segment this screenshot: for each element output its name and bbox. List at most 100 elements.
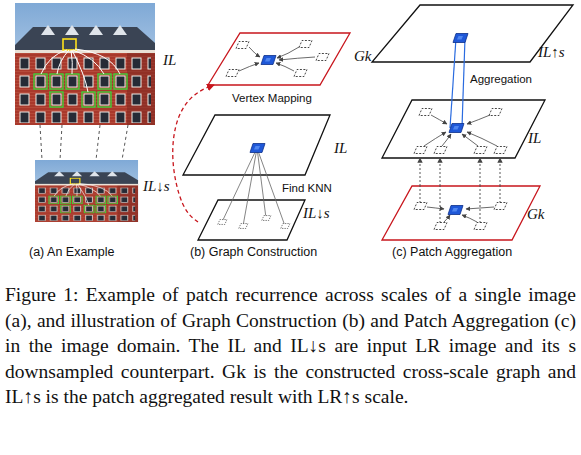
image-plane: IL [382,100,545,158]
mapping-line [500,186,501,203]
image-symbol: IL↑s [538,44,565,61]
neighbor-patch [414,147,427,154]
graph-arrow [442,134,451,146]
knn-line [252,148,257,175]
panel-label: (b) Graph Construction [190,245,317,260]
graph-arrow [444,215,450,222]
neighbor-patch [419,109,432,116]
graph-arrow [467,115,490,124]
neighbor-patch [294,70,307,77]
graph-arrow [427,207,444,209]
image-plane: IL↓s [198,200,305,240]
knn-line [276,200,285,226]
mapping-arrow [500,158,501,186]
correspondence-line [40,125,42,160]
mapping-arrow [420,158,421,186]
neighbor-patch [489,109,502,116]
graph-arrow [462,134,478,146]
downsampled-image [35,160,138,222]
correspondence-line [96,125,100,160]
step-label: Aggregation [470,72,532,87]
knn-line [244,148,257,175]
correspondence-line [122,125,128,160]
knn-line [261,175,264,200]
correspondence-line [60,125,62,160]
graph-arrow [239,63,259,71]
aggregation-line [450,100,452,128]
graph-plane: Gk [208,33,350,85]
aggregation-line [454,38,456,62]
graph-arrow [462,215,477,222]
image-symbol: IL↓s [303,205,330,222]
panel-label: (c) Patch Aggregation [392,245,512,260]
mapping-line [480,186,481,223]
neighbor-patch [262,216,271,221]
vertex-mapping-arrow [173,85,214,222]
aggregation-line [452,62,455,100]
neighbor-patch [434,223,447,230]
neighbor-patch [281,224,290,229]
image-panel: IL↓s [35,160,138,222]
image-panel: IL [15,3,155,125]
graph-arrow [277,47,299,58]
query-patch [261,56,276,65]
knn-line [232,175,244,200]
neighbor-patch [236,42,249,49]
graph-arrow [467,132,497,146]
step-label: Vertex Mapping [232,91,312,106]
knn-line [264,200,266,218]
aggregation-line [461,100,463,128]
step-label: Find KNN [282,181,332,196]
neighbor-patch [474,223,487,230]
graph-arrow [431,115,447,124]
image-symbol: Gk [527,206,545,223]
neighbor-patch [494,147,507,154]
input-image [15,3,155,125]
image-symbol: IL [334,140,347,157]
image-symbol: IL [163,52,176,69]
mapping-line [440,186,441,223]
plane-outline [382,186,540,240]
query-patch [250,144,265,153]
mapping-arrow [480,158,481,186]
image-plane: IL↑s [372,5,573,62]
knn-line [267,175,276,200]
plane-outline [382,100,545,158]
output-patch [453,34,468,43]
neighbor-patch [239,224,248,229]
mapping-line [420,186,421,203]
neighbor-patch [299,41,312,48]
plane-outline [198,200,305,240]
plane-shape [382,100,545,158]
query-patch [448,206,463,215]
plane-shape [372,5,573,62]
neighbor-patch [414,203,427,210]
knn-line [257,148,261,175]
plane-shape [382,186,540,240]
aggregation-line [463,62,464,100]
plane-shape [208,33,350,85]
query-patch [449,124,464,133]
knn-line [248,175,253,200]
neighbor-patch [316,54,329,61]
image-symbol: Gk [354,48,372,65]
knn-line [222,200,232,222]
graph-plane: Gk [382,186,540,240]
neighbor-patch [226,70,239,77]
neighbor-patch [494,203,507,210]
graph-arrow [249,47,260,57]
plane-outline [208,33,350,85]
aggregation-line [464,38,466,62]
graph-arrow [424,132,446,146]
neighbor-patch [218,220,227,225]
neighbor-patch [474,147,487,154]
image-symbol: IL↓s [143,178,170,195]
panel-label: (a) An Example [29,245,114,260]
neighbor-patch [434,147,447,154]
figure-caption: Figure 1: Example of patch recurrence ac… [5,282,576,410]
plane-shape [198,200,305,240]
connector-layer [40,62,500,222]
graph-arrow [279,57,315,60]
image-plane: IL [183,115,330,175]
